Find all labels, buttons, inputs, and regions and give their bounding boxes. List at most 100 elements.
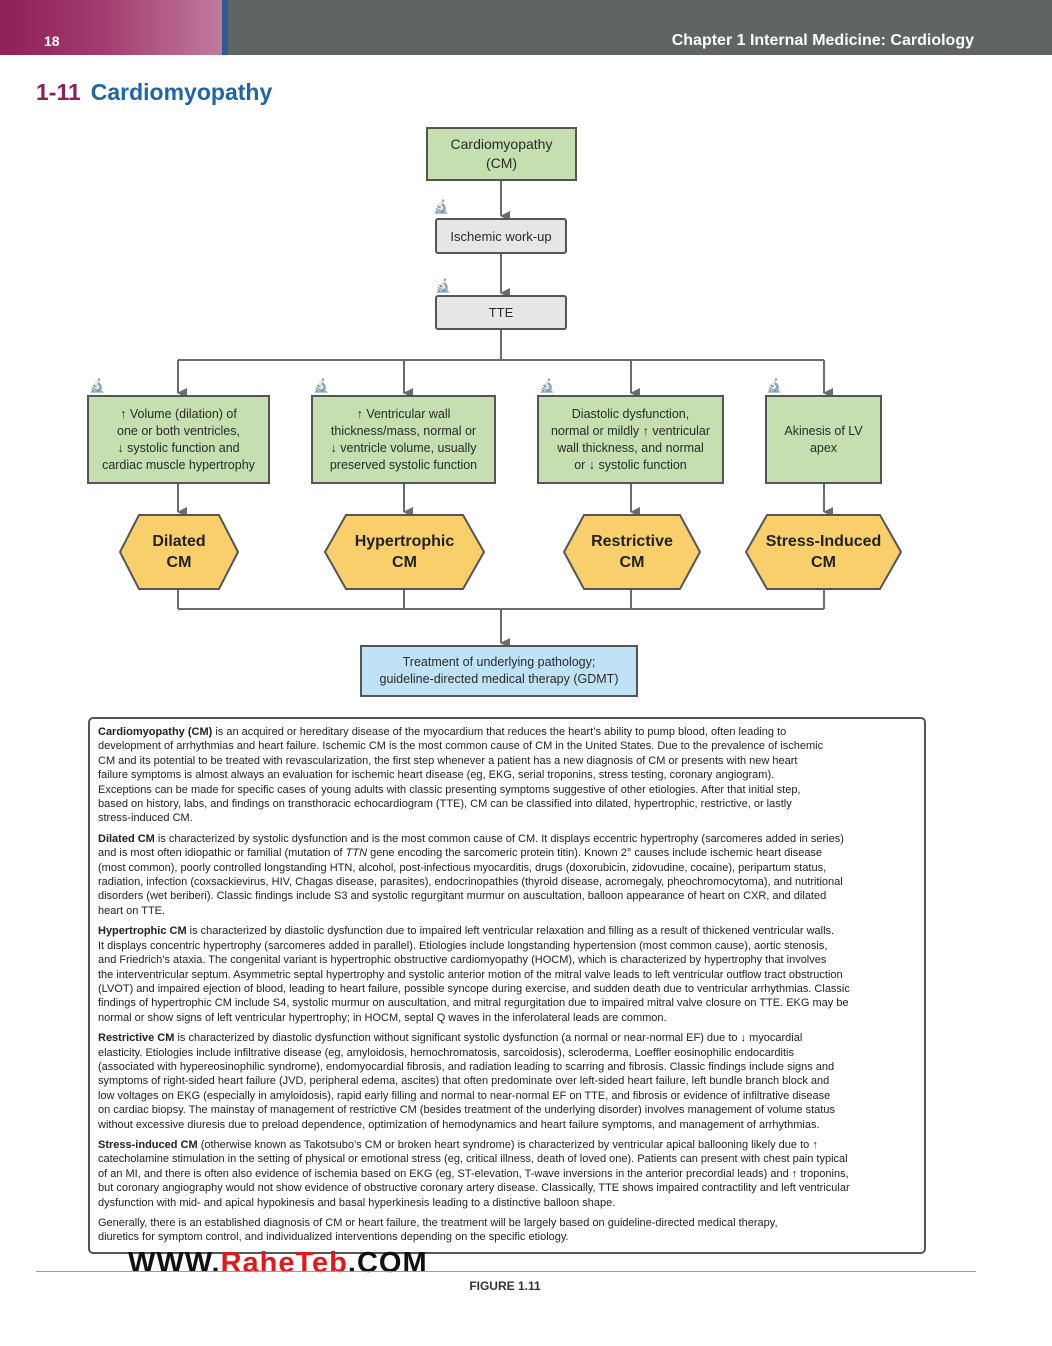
finding-dilated-box: ↑ Volume (dilation) of one or both ventr… xyxy=(87,395,270,484)
text-line: findings of hypertrophic CM include S4, … xyxy=(98,997,849,1010)
text-line: catecholamine stimulation in the setting… xyxy=(98,1153,848,1166)
finding-stress-box: Akinesis of LV apex xyxy=(765,395,882,484)
term-stress: Stress-induced CM xyxy=(98,1138,198,1151)
treatment-line2: guideline-directed medical therapy (GDMT… xyxy=(379,672,619,686)
finding-line: normal or mildly ↑ ventricular xyxy=(550,423,711,438)
text-line: is characterized by diastolic dysfunctio… xyxy=(186,925,835,938)
paragraph-stress: Stress-induced CM (otherwise known as Ta… xyxy=(98,1138,916,1210)
header-divider xyxy=(222,0,228,55)
tte-box: TTE xyxy=(435,295,567,330)
paragraph-restrictive: Restrictive CM is characterized by diast… xyxy=(98,1031,916,1132)
description-box: Cardiomyopathy (CM) is an acquired or he… xyxy=(88,717,926,1254)
treatment-line1: Treatment of underlying pathology; xyxy=(402,655,596,669)
footer-divider xyxy=(36,1271,976,1272)
text-line: (most common), poorly controlled longsta… xyxy=(98,861,827,874)
test-marker-icon: 🔬 xyxy=(539,378,556,393)
finding-line: wall thickness, and normal xyxy=(557,440,704,455)
text-line: (LVOT) and impaired ejection of blood, l… xyxy=(98,982,850,995)
finding-line: ↑ Ventricular wall xyxy=(356,406,451,421)
finding-line: ↓ systolic function and xyxy=(117,440,240,455)
diagnosis-name: Hypertrophic xyxy=(354,533,455,550)
text-line: is characterized by systolic dysfunction… xyxy=(154,832,844,845)
text-line: low voltages on EKG (especially in amylo… xyxy=(98,1089,831,1102)
text-line: dysfunction with mid- and apical hypokin… xyxy=(98,1196,616,1209)
page-number: 18 xyxy=(44,33,60,49)
text-line: of an MI, and there is often also eviden… xyxy=(98,1167,849,1180)
finding-line: ↓ ventricle volume, usually xyxy=(330,440,477,455)
cardiomyopathy-line1: Cardiomyopathy xyxy=(450,136,553,152)
text-line: stress-induced CM. xyxy=(98,812,193,825)
text-line: is an acquired or hereditary disease of … xyxy=(212,726,787,738)
watermark-prefix: WWW. xyxy=(128,1247,221,1279)
flowchart-connectors xyxy=(177,180,833,648)
section-name: Cardiomyopathy xyxy=(90,79,273,105)
finding-line: apex xyxy=(809,440,838,455)
text-line: failure symptoms is almost always an eva… xyxy=(98,769,775,782)
watermark-suffix: .COM xyxy=(347,1247,428,1279)
text-line: the interventricular septum. Asymmetric … xyxy=(98,968,843,981)
text-line: based on history, labs, and findings on … xyxy=(98,798,792,811)
text-line: diuretics for symptom control, and indiv… xyxy=(98,1231,569,1244)
diagnosis-suffix: CM xyxy=(619,554,645,571)
text-line: development of arrhythmias and heart fai… xyxy=(98,740,824,753)
chapter-title: Chapter 1 Internal Medicine: Cardiology xyxy=(671,32,974,49)
finding-line: Akinesis of LV xyxy=(784,423,863,438)
text-line: gene encoding the sarcomeric protein tit… xyxy=(367,847,823,860)
finding-line: preserved systolic function xyxy=(329,457,478,472)
text-line: radiation, infection (coxsackievirus, HI… xyxy=(98,876,843,889)
treatment-box: Treatment of underlying pathology; guide… xyxy=(360,645,638,697)
text-line: and Friedrich’s ataxia. The congenital v… xyxy=(98,954,827,967)
test-marker-icon: 🔬 xyxy=(433,199,450,214)
finding-hypertrophic-box: ↑ Ventricular wall thickness/mass, norma… xyxy=(311,395,496,484)
text-line: (associated with hypereosinophilic syndr… xyxy=(98,1060,835,1073)
watermark-brand: RaheTeb xyxy=(220,1247,348,1279)
text-line: Generally, there is an established diagn… xyxy=(98,1217,778,1229)
text-line: is characterized by diastolic dysfunctio… xyxy=(174,1032,803,1045)
diagnosis-suffix: CM xyxy=(811,554,836,571)
text-line: Exceptions can be made for specific case… xyxy=(98,783,801,796)
paragraph-hypertrophic: Hypertrophic CM is characterized by dias… xyxy=(98,924,916,1025)
text-line: symptoms of right-sided heart failure (J… xyxy=(98,1075,830,1088)
diagnosis-suffix: CM xyxy=(166,554,192,571)
finding-line: thickness/mass, normal or xyxy=(330,423,477,438)
test-marker-icon: 🔬 xyxy=(766,378,783,393)
paragraph-dilated: Dilated CM is characterized by systolic … xyxy=(98,832,916,918)
diagnosis-name: Restrictive xyxy=(591,533,673,550)
cardiomyopathy-box: Cardiomyopathy (CM) xyxy=(426,127,577,181)
text-line: but coronary angiography would not show … xyxy=(98,1182,850,1195)
text-line: and is most often idiopathic or familial… xyxy=(98,847,346,860)
finding-line: Diastolic dysfunction, xyxy=(571,406,690,421)
test-marker-icon: 🔬 xyxy=(313,378,330,393)
term-cardiomyopathy: Cardiomyopathy (CM) xyxy=(98,726,213,738)
term-dilated: Dilated CM xyxy=(98,832,155,845)
tte-label: TTE xyxy=(488,305,514,320)
finding-line: or ↓ systolic function xyxy=(574,457,687,472)
text-line: on cardiac biopsy. The mainstay of manag… xyxy=(98,1104,835,1117)
text-line: It displays concentric hypertrophy (sarc… xyxy=(98,939,828,952)
paragraph-treatment: Generally, there is an established diagn… xyxy=(98,1216,916,1245)
finding-restrictive-box: Diastolic dysfunction, normal or mildly … xyxy=(537,395,724,484)
text-line: CM and its potential to be treated with … xyxy=(98,754,798,767)
text-line: disorders (wet beriberi). Classic findin… xyxy=(98,890,827,903)
text-line: heart on TTE. xyxy=(98,904,166,917)
text-line: without excessive diuresis due to preloa… xyxy=(98,1118,820,1131)
figure-label: FIGURE 1.11 xyxy=(469,1279,541,1293)
diagnosis-name: Dilated xyxy=(152,533,206,550)
finding-line: ↑ Volume (dilation) of xyxy=(120,406,237,421)
section-number: 1-11 xyxy=(36,79,81,105)
diagnosis-suffix: CM xyxy=(392,554,417,571)
term-restrictive: Restrictive CM xyxy=(98,1032,175,1045)
finding-line: one or both ventricles, xyxy=(117,423,240,438)
text-line: elasticity. Etiologies include infiltrat… xyxy=(98,1046,794,1059)
ischemic-workup-box: Ischemic work-up xyxy=(435,218,567,254)
header-accent xyxy=(0,0,222,55)
finding-line: cardiac muscle hypertrophy xyxy=(102,457,255,472)
text-line: normal or show signs of left ventricular… xyxy=(98,1011,667,1024)
gene-name: TTN xyxy=(345,847,368,860)
diagnosis-name: Stress-Induced xyxy=(765,533,882,550)
site-watermark: WWW.RaheTeb.COM xyxy=(128,1247,428,1280)
